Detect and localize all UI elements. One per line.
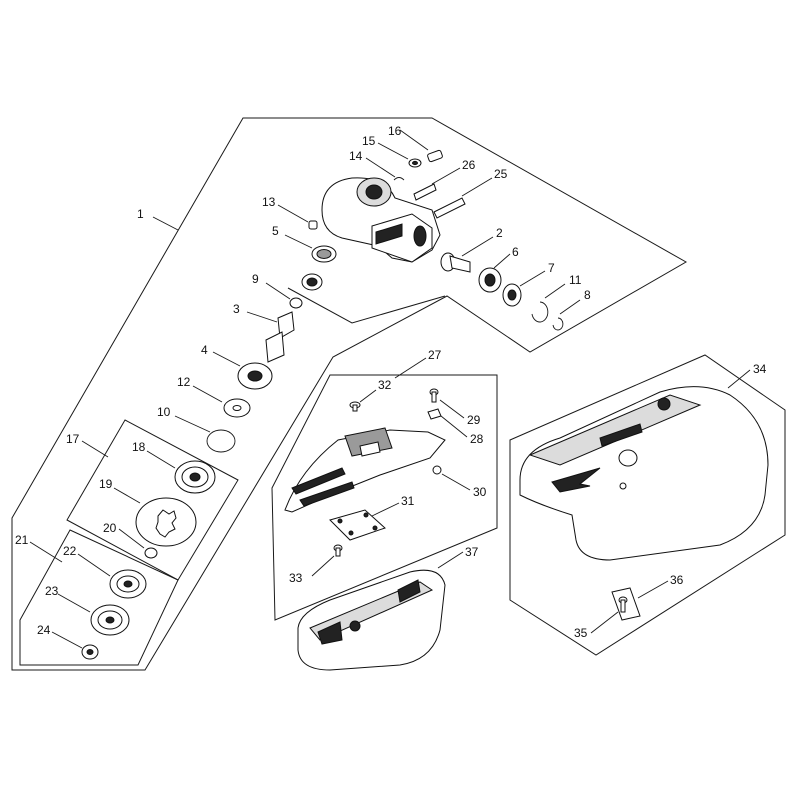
label-part-28: 28 [470,432,484,446]
bolt-26 [413,183,437,201]
label-part-16: 16 [388,124,402,138]
label-part-30: 30 [473,485,487,499]
label-part-31: 31 [401,494,415,508]
label-part-21: 21 [15,533,29,547]
washer-15 [408,158,422,168]
frame-gearcase-inner [287,287,446,324]
cover-19 [135,497,197,547]
label-part-7: 7 [548,261,555,275]
label-part-12: 12 [177,375,191,389]
label-part-3: 3 [233,302,240,316]
label-part-15: 15 [362,134,376,148]
label-part-25: 25 [494,167,508,181]
bracket-36 [611,587,641,621]
label-part-26: 26 [462,158,476,172]
screw-33 [333,544,343,557]
label-part-34: 34 [753,362,767,376]
bolt-29 [429,388,439,403]
label-part-5: 5 [272,224,279,238]
bearing-6 [478,267,502,293]
bolt-13 [308,220,318,230]
shaft-3 [265,311,295,363]
washer-12 [223,398,251,418]
holder-18 [174,460,216,494]
part-number-labels: 1 2 3 4 5 6 7 8 9 10 11 12 13 14 15 16 1… [15,124,767,640]
frame-guard-group-27 [271,374,498,621]
label-part-17: 17 [66,432,80,446]
frame-cover-group-34 [509,354,786,656]
label-part-35: 35 [574,626,588,640]
ring-9 [289,297,303,309]
label-part-11: 11 [569,273,582,287]
nut-24 [81,644,99,660]
gear-case-housing [321,177,441,263]
bolt-25 [433,197,466,219]
label-part-2: 2 [496,226,503,240]
holder-23 [90,604,130,636]
label-part-8: 8 [584,288,591,302]
screw-32 [349,401,361,412]
nut-28 [427,408,442,420]
leader-lines [29,129,751,649]
label-part-24: 24 [37,623,51,637]
guard-shield [284,427,446,513]
circlip-10 [206,429,236,453]
bearing-5 [311,245,337,263]
label-part-1: 1 [137,207,144,221]
bolt-35 [618,596,628,613]
shaft-2 [440,252,471,273]
bearing-7 [502,283,522,307]
label-part-36: 36 [670,573,684,587]
label-part-33: 33 [289,571,303,585]
label-part-9: 9 [252,272,259,286]
label-part-22: 22 [63,544,77,558]
cover-34 [519,386,769,561]
label-part-37: 37 [465,545,479,559]
label-part-18: 18 [132,440,146,454]
ring-20 [144,547,158,559]
bearing-4 [237,362,273,390]
label-part-13: 13 [262,195,276,209]
frame-gearcase-group-1 [11,117,688,671]
label-part-14: 14 [349,149,363,163]
label-part-20: 20 [103,521,117,535]
label-part-10: 10 [157,405,171,419]
clip-14 [393,177,405,181]
bolt-16 [427,149,443,163]
circlip-8 [552,317,564,331]
guard-37 [297,569,446,671]
holder-22 [109,569,147,599]
plate-31 [329,509,386,541]
seal-in-inner-frame [301,273,323,291]
label-part-23: 23 [45,584,59,598]
frame-holder-group-21 [19,529,179,666]
label-part-6: 6 [512,245,519,259]
label-part-4: 4 [201,343,208,357]
label-part-27: 27 [428,348,442,362]
label-part-19: 19 [99,477,113,491]
label-part-32: 32 [378,378,392,392]
circlip-11 [531,301,549,323]
nut-30 [432,465,442,475]
label-part-29: 29 [467,413,481,427]
